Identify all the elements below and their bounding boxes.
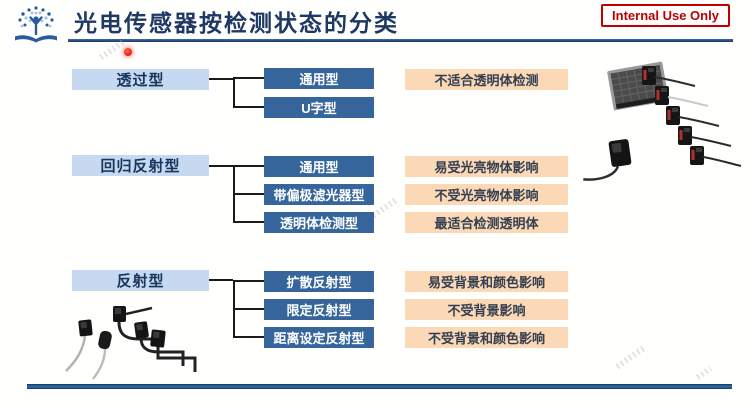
note-box: 不适合透明体检测 [405, 69, 568, 90]
connector-line [233, 165, 264, 167]
watermark [615, 344, 647, 370]
note-box: 易受光亮物体影响 [405, 156, 568, 177]
category-box-reflective: 反射型 [72, 270, 209, 291]
note-box: 最适合检测透明体 [405, 212, 568, 233]
sensor-array-reflector-image [583, 61, 742, 181]
internal-use-only-badge: Internal Use Only [601, 4, 730, 27]
connector-line [209, 279, 233, 281]
subtype-box-general: 通用型 [264, 156, 374, 177]
watermark-red-dot [124, 48, 132, 56]
connector-line [233, 221, 264, 223]
subtype-box-transparent-detection: 透明体检测型 [264, 212, 374, 233]
connector-line [233, 77, 264, 79]
subtype-box-limited: 限定反射型 [264, 299, 374, 320]
note-box: 易受背景和颜色影响 [405, 271, 568, 292]
category-box-retroreflective: 回归反射型 [72, 155, 209, 176]
connector-line [233, 336, 264, 338]
page-title: 光电传感器按检测状态的分类 [74, 10, 399, 36]
miniature-sensors-image [65, 306, 197, 380]
subtype-box-general: 通用型 [264, 68, 374, 89]
footer-accent-bar [27, 384, 732, 389]
watermark [695, 365, 713, 381]
subtype-box-u-shape: U字型 [264, 97, 374, 118]
subtype-box-diffuse: 扩散反射型 [264, 271, 374, 292]
connector-line [233, 193, 264, 195]
note-box: 不受光亮物体影响 [405, 184, 568, 205]
company-logo-icon [15, 6, 57, 43]
connector-line [233, 106, 264, 108]
connector-line [233, 280, 264, 282]
subtype-box-distance-setting: 距离设定反射型 [264, 327, 374, 348]
connector-line [233, 77, 235, 108]
connector-line [209, 165, 233, 167]
category-box-through-beam: 透过型 [72, 69, 209, 90]
note-box: 不受背景和颜色影响 [405, 327, 568, 348]
connector-line [209, 78, 233, 80]
title-underline [68, 39, 733, 42]
note-box: 不受背景影响 [405, 299, 568, 320]
subtype-box-polarizing-filter: 带偏极滤光器型 [264, 184, 374, 205]
connector-line [233, 308, 264, 310]
